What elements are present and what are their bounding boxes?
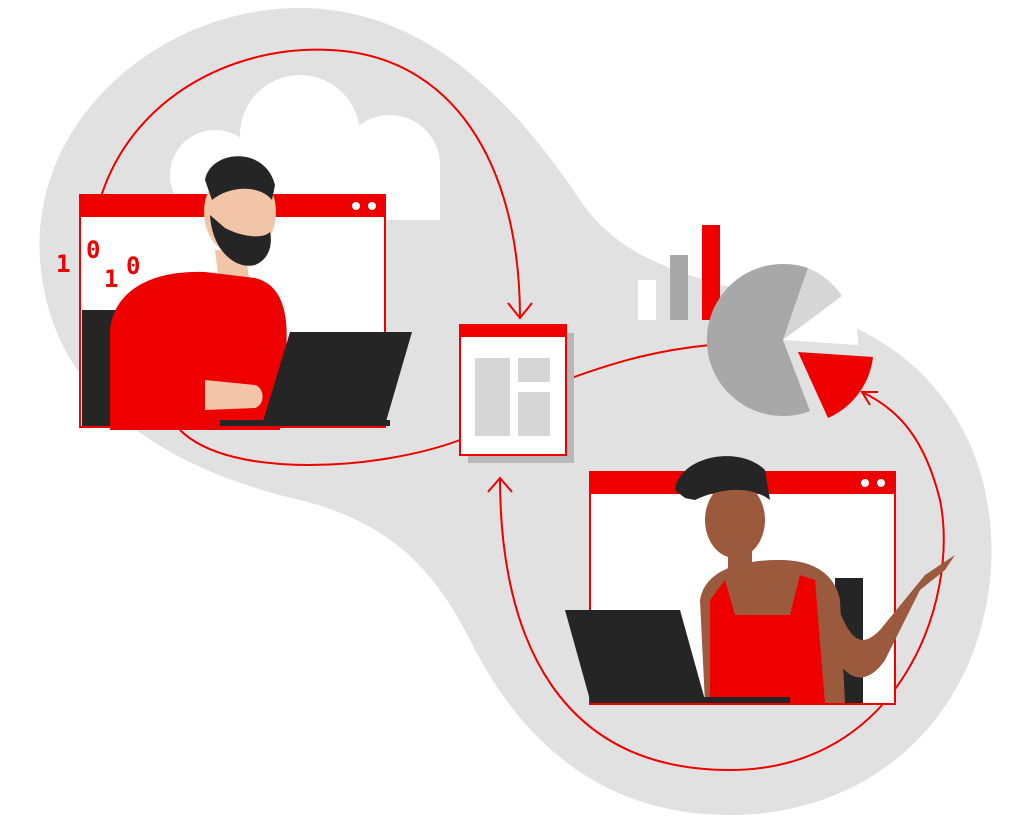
woman-at-laptop — [565, 456, 955, 703]
pie-chart-icon — [706, 263, 873, 418]
pie-slice — [783, 296, 859, 345]
flow-arrows — [99, 48, 945, 772]
arrowhead-up-icon — [487, 476, 513, 493]
binary-digit: 1 — [104, 265, 118, 293]
flow-curve-bottom — [499, 391, 945, 772]
window-dot-icon — [877, 479, 885, 487]
arrowhead-down-icon — [507, 302, 533, 320]
window-dot-icon — [352, 202, 360, 210]
man-at-laptop — [82, 156, 412, 430]
bar — [670, 255, 688, 320]
flow-curve-top — [99, 48, 521, 319]
window-dot-icon — [368, 202, 376, 210]
bar — [638, 280, 656, 320]
pie-slice — [706, 263, 810, 416]
flow-curve-left — [179, 429, 461, 466]
shared-document — [459, 324, 574, 463]
binary-digits: 1 0 1 0 — [56, 236, 140, 293]
pie-slice — [783, 268, 842, 340]
window-dot-icon — [861, 479, 869, 487]
binary-digit: 0 — [86, 236, 100, 264]
laptop — [565, 610, 705, 700]
binary-digit: 0 — [126, 252, 140, 280]
bar-chart-icon — [638, 225, 720, 320]
arrowhead-pie-icon — [860, 391, 878, 406]
flow-curve-right — [565, 344, 711, 381]
pie-slice — [798, 352, 873, 418]
bar — [702, 225, 720, 320]
binary-digit: 1 — [56, 250, 70, 278]
laptop — [262, 332, 412, 425]
